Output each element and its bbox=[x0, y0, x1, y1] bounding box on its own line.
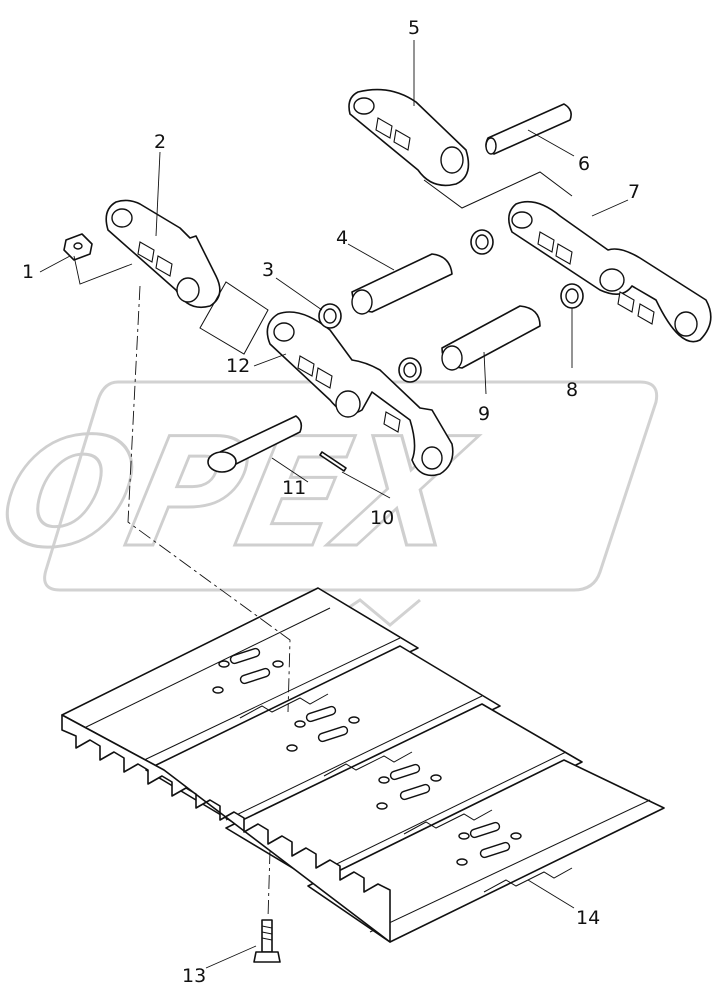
bushing-part-4 bbox=[351, 253, 453, 315]
callout-12: 12 bbox=[226, 355, 250, 377]
link-part-12 bbox=[266, 311, 454, 477]
callout-13: 13 bbox=[182, 965, 206, 987]
callout-9: 9 bbox=[478, 403, 490, 425]
pin-part-6 bbox=[485, 103, 572, 155]
callout-11: 11 bbox=[282, 477, 306, 499]
callout-14: 14 bbox=[576, 907, 600, 929]
shoe-bolt-holes bbox=[212, 647, 522, 866]
nut-part-1 bbox=[63, 233, 93, 261]
leader-lines bbox=[39, 40, 629, 969]
bolt-part-13 bbox=[253, 919, 281, 963]
seal-rings bbox=[318, 229, 584, 383]
callout-7: 7 bbox=[628, 181, 640, 203]
callout-4: 4 bbox=[336, 227, 348, 249]
callouts: 1 2 3 4 5 6 7 8 9 10 11 12 13 14 bbox=[22, 17, 640, 987]
construction-lines bbox=[127, 171, 573, 919]
master-pin-part-11 bbox=[207, 415, 303, 473]
callout-8: 8 bbox=[566, 379, 578, 401]
cotter-part-10 bbox=[319, 451, 347, 472]
watermark: OPEX bbox=[0, 380, 659, 627]
callout-2: 2 bbox=[154, 131, 166, 153]
callout-5: 5 bbox=[408, 17, 420, 39]
track-shoe-assembly bbox=[61, 587, 665, 943]
watermark-text: OPEX bbox=[0, 406, 486, 581]
callout-6: 6 bbox=[578, 153, 590, 175]
bushing-part-9 bbox=[441, 305, 541, 371]
callout-10: 10 bbox=[370, 507, 394, 529]
callout-1: 1 bbox=[22, 261, 34, 283]
link-part-2 bbox=[105, 199, 221, 309]
link-part-5 bbox=[348, 88, 470, 187]
callout-3: 3 bbox=[262, 259, 274, 281]
link-part-7 bbox=[508, 200, 712, 343]
